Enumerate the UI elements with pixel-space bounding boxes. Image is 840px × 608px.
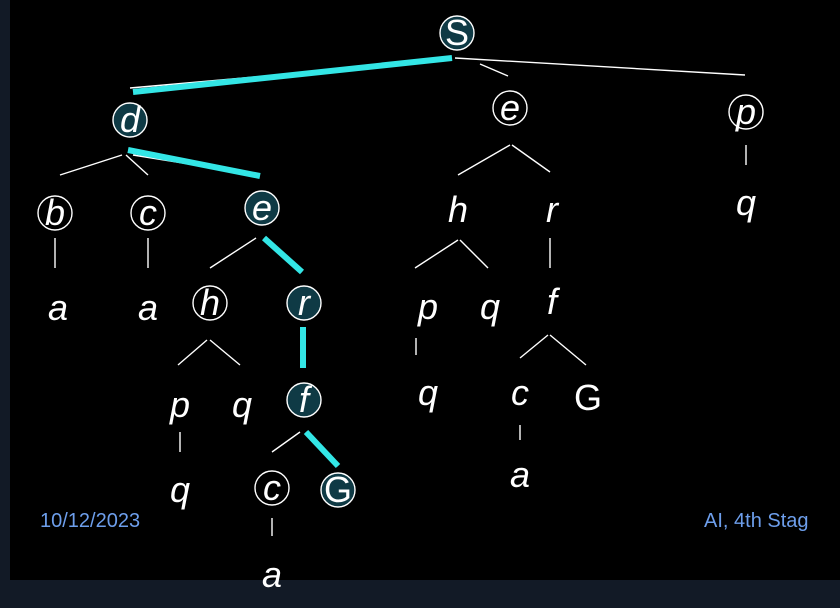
node-label: c: [511, 372, 529, 413]
tree-edge-e2-h: [209, 237, 257, 269]
tree-node-d: d: [112, 99, 148, 140]
node-circle: [728, 94, 764, 130]
node-label: h: [200, 282, 220, 323]
node-label: G: [574, 377, 602, 418]
node-label: p: [417, 286, 438, 327]
tree-node-h2: h: [448, 189, 468, 230]
node-circle: [37, 195, 73, 231]
node-circle: [286, 382, 322, 418]
tree-node-G: G: [320, 469, 356, 510]
tree-edge-e-r2: [511, 144, 551, 173]
tree-node-q5: q: [418, 372, 438, 413]
node-circle: [244, 190, 280, 226]
tree-edge-f2-c3: [519, 334, 549, 359]
node-label: p: [735, 91, 756, 132]
node-label: S: [445, 12, 469, 53]
node-label: c: [139, 192, 157, 233]
tree-edge-h-q2: [209, 339, 241, 366]
tree-node-p3: p: [417, 286, 438, 327]
node-circle: [320, 472, 356, 508]
tree-node-G2: G: [574, 377, 602, 418]
tree-node-c3: c: [511, 372, 529, 413]
solution-path-segment-d-e2: [127, 147, 261, 179]
tree-node-a3: a: [262, 554, 282, 595]
node-label: q: [232, 384, 252, 425]
tree-edge-h-p2: [177, 339, 208, 366]
tree-node-a2: a: [138, 287, 158, 328]
node-label: a: [48, 287, 68, 328]
node-label: a: [262, 554, 282, 595]
tree-node-e: e: [492, 87, 528, 128]
node-label: G: [324, 469, 352, 510]
tree-node-f2: f: [547, 281, 561, 322]
node-label: e: [252, 187, 272, 228]
tree-node-q6: q: [736, 182, 756, 223]
tree-edge-f2-G2: [549, 334, 587, 366]
tree-node-a4: a: [510, 454, 530, 495]
node-circle: [112, 102, 148, 138]
tree-node-q3: q: [170, 469, 190, 510]
tree-edge-e-h2: [457, 144, 511, 176]
node-label: h: [448, 189, 468, 230]
tree-edge-h2-p3: [414, 239, 459, 269]
node-label: b: [45, 192, 65, 233]
node-label: q: [418, 372, 438, 413]
tree-node-S: S: [439, 12, 475, 53]
node-label: a: [138, 287, 158, 328]
node-label: d: [120, 99, 141, 140]
node-label: p: [169, 384, 190, 425]
node-label: f: [547, 281, 561, 322]
tree-node-p: p: [728, 91, 764, 132]
node-label: c: [263, 467, 281, 508]
tree-node-p2: p: [169, 384, 190, 425]
tree-node-a1: a: [48, 287, 68, 328]
node-label: e: [500, 87, 520, 128]
solution-path-segment-S-d: [132, 55, 453, 95]
node-circle: [286, 285, 322, 321]
tree-edge-S-p: [454, 57, 746, 76]
node-label: r: [546, 189, 560, 230]
tree-node-e2: e: [244, 187, 280, 228]
node-label: q: [170, 469, 190, 510]
footer-date: 10/12/2023: [40, 510, 141, 532]
node-circle: [254, 470, 290, 506]
tree-edge-h2-q4: [459, 239, 489, 269]
tree-node-q4: q: [480, 286, 500, 327]
node-label: a: [510, 454, 530, 495]
node-circle: [439, 15, 475, 51]
solution-path-segment-f-G: [303, 429, 341, 469]
tree-node-f: f: [286, 379, 322, 420]
tree-edge-d-c: [125, 154, 149, 176]
footer-course: AI, 4th Stag: [704, 510, 809, 532]
tree-node-c: c: [130, 192, 166, 233]
node-circle: [130, 195, 166, 231]
node-label: q: [480, 286, 500, 327]
tree-node-h: h: [192, 282, 228, 323]
solution-path-segment-e2-r: [261, 235, 305, 275]
node-label: q: [736, 182, 756, 223]
tree-edge-S-e: [479, 63, 509, 77]
tree-node-b: b: [37, 192, 73, 233]
tree-edge-f-c2: [271, 431, 301, 453]
tree-node-r2: r: [546, 189, 560, 230]
node-label: r: [298, 282, 312, 323]
tree-node-q2: q: [232, 384, 252, 425]
tree-node-r: r: [286, 282, 322, 323]
node-circle: [192, 285, 228, 321]
content-panel: [10, 0, 840, 580]
node-circle: [492, 90, 528, 126]
tree-edge-d-b: [59, 154, 123, 176]
tree-node-c2: c: [254, 467, 290, 508]
